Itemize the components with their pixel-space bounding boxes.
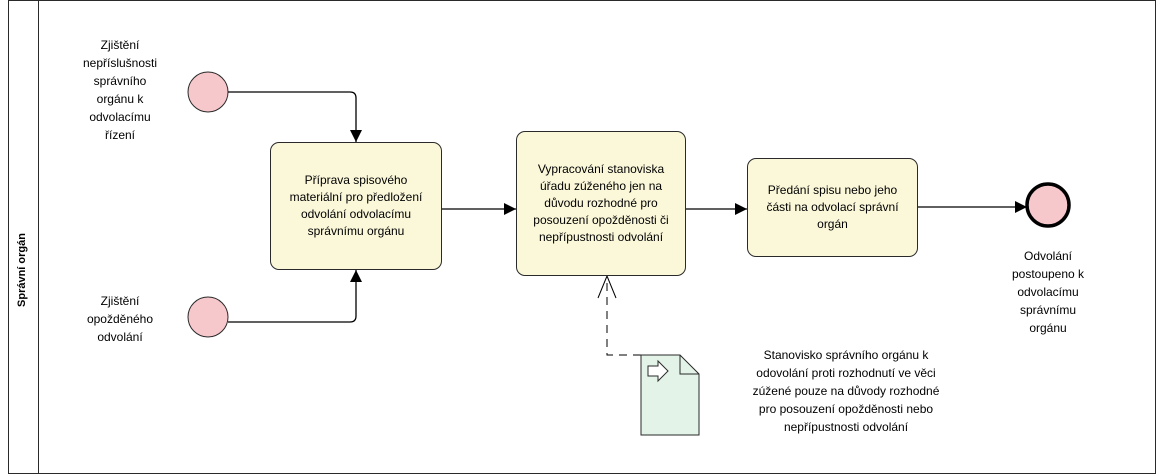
data-association-arrowhead: [597, 274, 617, 299]
end-event[interactable]: [1025, 182, 1071, 228]
start-event-lower[interactable]: [187, 296, 229, 338]
data-association[interactable]: [606, 276, 641, 356]
document-fold: [679, 355, 699, 375]
task-handover-file-label: Předání spisu nebo jeho části na odvolac…: [766, 183, 899, 231]
start-event-upper-label: Zjištění nepříslušnosti správního orgánu…: [82, 38, 158, 142]
flow-lower-start-to-prepare[interactable]: [228, 270, 362, 323]
lane-label-text: Správní orgán: [16, 233, 28, 307]
lane-label: Správní orgán: [8, 220, 36, 320]
task-prepare-materials[interactable]: Příprava spisového materiální pro předlo…: [270, 142, 442, 270]
task-prepare-materials-label: Příprava spisového materiální pro předlo…: [289, 173, 423, 238]
start-event-lower-label: Zjištění opožděného odvolání: [86, 294, 154, 344]
task-prepare-opinion-label: Vypracování stanoviska úřadu zúženého je…: [533, 162, 669, 244]
input-arrow-icon: [647, 359, 669, 383]
task-handover-file[interactable]: Předání spisu nebo jeho části na odvolac…: [747, 158, 918, 257]
data-object-label: Stanovisko správního orgánu k odovolání …: [752, 348, 940, 434]
flow-upper-start-to-prepare[interactable]: [228, 91, 362, 142]
end-event-label: Odvolání postoupeno k odvolacímu správní…: [1011, 249, 1085, 335]
task-prepare-opinion[interactable]: Vypracování stanoviska úřadu zúženého je…: [516, 131, 686, 276]
start-event-upper[interactable]: [187, 71, 229, 113]
